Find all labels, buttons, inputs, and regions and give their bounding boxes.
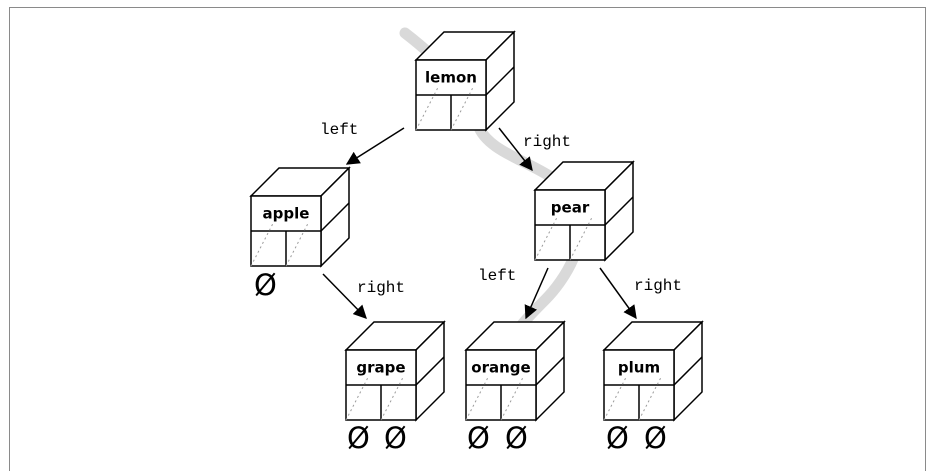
edge-lemon-apple: [345, 127, 405, 165]
null-grape-left: Ø: [347, 421, 370, 455]
node-label: pear: [551, 199, 590, 217]
cube-inner-dotted: [500, 376, 524, 421]
cube-inner-dotted: [465, 376, 489, 421]
edge-label-pear-orange: left: [478, 267, 516, 285]
node-label: apple: [263, 205, 310, 223]
edge-label-pear-plum: right: [634, 277, 682, 295]
null-plum-right: Ø: [644, 421, 667, 455]
null-orange-right: Ø: [505, 421, 528, 455]
cube-inner-dotted: [638, 376, 662, 421]
cube-inner-dotted: [415, 86, 439, 131]
cube-inner-dotted: [603, 376, 627, 421]
cube-inner-dotted: [285, 222, 309, 267]
node-apple: apple: [249, 166, 351, 268]
null-plum-left: Ø: [606, 421, 629, 455]
node-label: lemon: [425, 69, 477, 87]
edge-label-lemon-apple: left: [320, 121, 358, 139]
edge-pear-plum: [599, 267, 637, 320]
cube-right-divider: [320, 202, 350, 232]
cube-inner-dotted: [345, 376, 369, 421]
node-label: plum: [618, 359, 660, 377]
cube-inner-dotted: [380, 376, 404, 421]
cube-right-divider: [485, 66, 515, 96]
edge-pear-orange: [524, 267, 549, 320]
node-label: orange: [471, 359, 530, 377]
null-orange-left: Ø: [467, 421, 490, 455]
node-plum: plum: [602, 320, 704, 422]
node-pear: pear: [533, 160, 635, 262]
cube-right-divider: [535, 356, 565, 386]
cube-right-divider: [604, 196, 634, 226]
node-grape: grape: [344, 320, 446, 422]
edge-label-apple-grape: right: [357, 279, 405, 297]
cube-right-divider: [673, 356, 703, 386]
cube-inner-dotted: [450, 86, 474, 131]
cube-inner-dotted: [534, 216, 558, 261]
edge-label-lemon-pear: right: [523, 133, 571, 151]
edge-apple-grape: [322, 273, 367, 319]
cube-inner-dotted: [569, 216, 593, 261]
cube-inner-dotted: [250, 222, 274, 267]
diagram-frame: [9, 7, 926, 471]
node-lemon: lemon: [414, 30, 516, 132]
node-label: grape: [356, 359, 405, 377]
null-grape-right: Ø: [384, 421, 407, 455]
cube-right-divider: [415, 356, 445, 386]
edge-lemon-pear: [498, 127, 533, 172]
node-orange: orange: [464, 320, 566, 422]
null-apple-left: Ø: [254, 268, 277, 302]
